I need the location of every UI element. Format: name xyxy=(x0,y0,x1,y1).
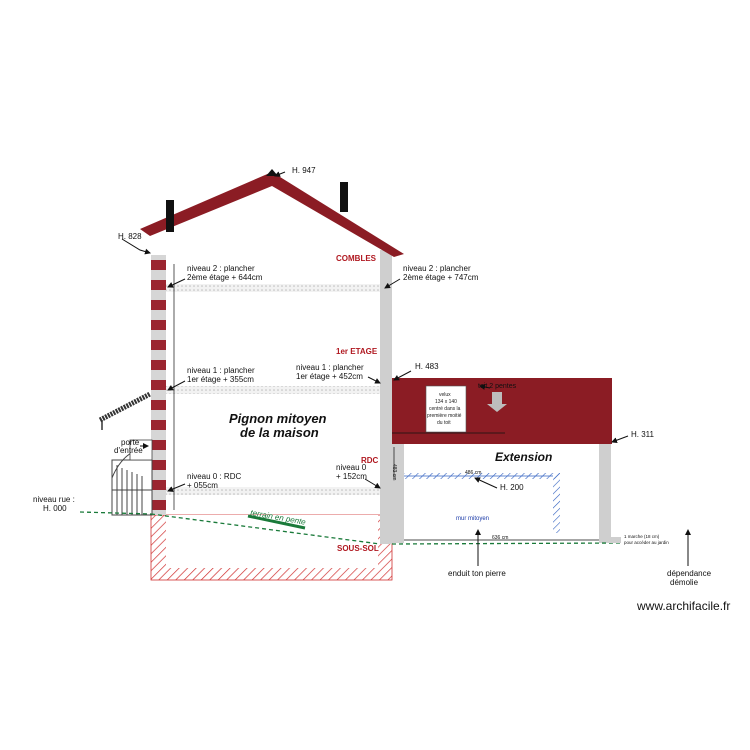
label-dependance-line1: dépendance xyxy=(667,569,712,578)
label-dim-636: 636 cm xyxy=(492,535,508,541)
titles: Pignon mitoyen de la maison Extension xyxy=(229,411,552,464)
label-dim-483v: 483 cm xyxy=(391,464,397,480)
floor-slabs xyxy=(166,284,380,495)
level-left-n0-line2: + 055cm xyxy=(187,481,218,490)
entrance-stairs xyxy=(98,391,153,516)
label-velux-line3: centré dans la xyxy=(429,406,461,412)
house-walls xyxy=(151,250,392,544)
label-dim-486: 486 cm xyxy=(465,470,481,476)
levels-right: niveau 2 : plancher 2ème étage + 747cm n… xyxy=(296,264,479,481)
label-extension-floor: H. 200 xyxy=(500,483,524,492)
level-right-n2-line2: 2ème étage + 747cm xyxy=(403,273,479,282)
street-level-line1: niveau rue : xyxy=(33,495,75,504)
level-left-n1-line2: 1er étage + 355cm xyxy=(187,375,254,384)
label-eave: H. 828 xyxy=(118,232,142,241)
level-left-n2-line2: 2ème étage + 644cm xyxy=(187,273,263,282)
title-pignon-line1: Pignon mitoyen xyxy=(229,411,327,426)
levels-left: niveau 2 : plancher 2ème étage + 644cm n… xyxy=(187,264,263,490)
label-porte-line1: porte xyxy=(121,438,140,447)
floor-sous-sol: SOUS-SOL xyxy=(337,544,379,553)
level-right-n1-line1: niveau 1 : plancher xyxy=(296,363,364,372)
leader-arrows xyxy=(121,171,691,566)
level-left-n0-line1: niveau 0 : RDC xyxy=(187,472,241,481)
label-enduit: enduit ton pierre xyxy=(448,569,506,578)
label-extension-top: H. 483 xyxy=(415,362,439,371)
label-marche-line1: 1 marche (18 cm) xyxy=(624,534,660,539)
label-extension-eave: H. 311 xyxy=(631,430,655,439)
label-mur-mitoyen: mur mitoyen xyxy=(456,516,489,522)
street-level-label: niveau rue : H. 000 xyxy=(33,495,75,513)
label-velux-line5: du toit xyxy=(437,420,451,426)
floor-premier: 1er ETAGE xyxy=(336,347,378,356)
label-velux-line2: 134 x 140 xyxy=(435,399,457,405)
basement xyxy=(150,514,393,581)
title-extension: Extension xyxy=(495,450,552,464)
label-velux-line1: velux xyxy=(439,392,451,398)
level-left-n1-line1: niveau 1 : plancher xyxy=(187,366,255,375)
label-velux-line4: première moitié xyxy=(427,413,462,419)
main-roof xyxy=(140,169,404,257)
label-toit: toit 2 pentes xyxy=(478,383,517,390)
label-porte-line2: d'entrée xyxy=(114,446,143,455)
level-right-n2-line1: niveau 2 : plancher xyxy=(403,264,471,273)
title-pignon-line2: de la maison xyxy=(240,425,319,440)
level-right-n0-line2: + 152cm xyxy=(336,472,367,481)
height-labels: H. 947 H. 828 H. 483 H. 311 H. 200 xyxy=(118,166,655,492)
street-level-line2: H. 000 xyxy=(43,504,67,513)
label-roof-peak: H. 947 xyxy=(292,166,316,175)
label-dependance-line2: démolie xyxy=(670,578,699,587)
floor-rdc: RDC xyxy=(361,456,379,465)
watermark: www.archifacile.fr xyxy=(636,599,730,613)
floor-combles: COMBLES xyxy=(336,254,377,263)
terrain-lines xyxy=(79,511,621,545)
floor-names: COMBLES 1er ETAGE RDC SOUS-SOL xyxy=(336,254,379,553)
level-right-n1-line2: 1er étage + 452cm xyxy=(296,372,363,381)
label-marche-line2: pour accéder au jardin xyxy=(624,540,669,545)
level-left-n2-line1: niveau 2 : plancher xyxy=(187,264,255,273)
level-right-n0-line1: niveau 0 xyxy=(336,463,367,472)
